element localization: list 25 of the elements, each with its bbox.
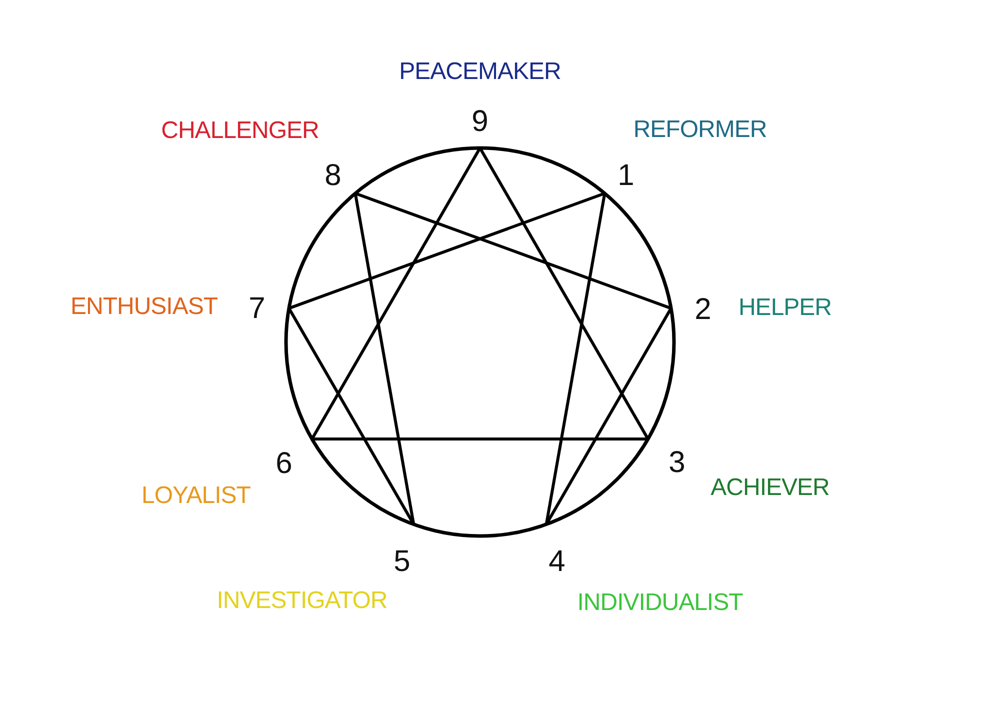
point-number: 3 <box>668 448 686 478</box>
connecting-line <box>544 193 606 525</box>
connecting-line <box>478 147 650 440</box>
type-name: INVESTIGATOR <box>216 589 388 613</box>
type-name: HELPER <box>738 296 832 320</box>
point-number: 6 <box>276 449 292 479</box>
point-number: 9 <box>472 107 488 137</box>
connecting-line <box>354 193 416 525</box>
connecting-line <box>354 192 672 310</box>
connecting-line <box>312 438 648 440</box>
point-number: 4 <box>548 547 566 577</box>
type-name: ENTHUSIAST <box>70 295 218 319</box>
connecting-line <box>288 192 606 310</box>
point-number: 1 <box>618 161 634 191</box>
point-number: 2 <box>694 295 712 325</box>
point-number: 7 <box>248 294 266 324</box>
point-number: 8 <box>324 161 342 191</box>
type-name: REFORMER <box>633 118 767 142</box>
point-number: 5 <box>394 547 410 577</box>
type-name: ACHIEVER <box>710 476 830 500</box>
type-name: CHALLENGER <box>161 119 319 143</box>
type-name: PEACEMAKER <box>399 60 561 84</box>
type-name: LOYALIST <box>142 484 250 508</box>
connecting-line <box>310 147 482 440</box>
type-name: INDIVIDUALIST <box>577 591 743 615</box>
